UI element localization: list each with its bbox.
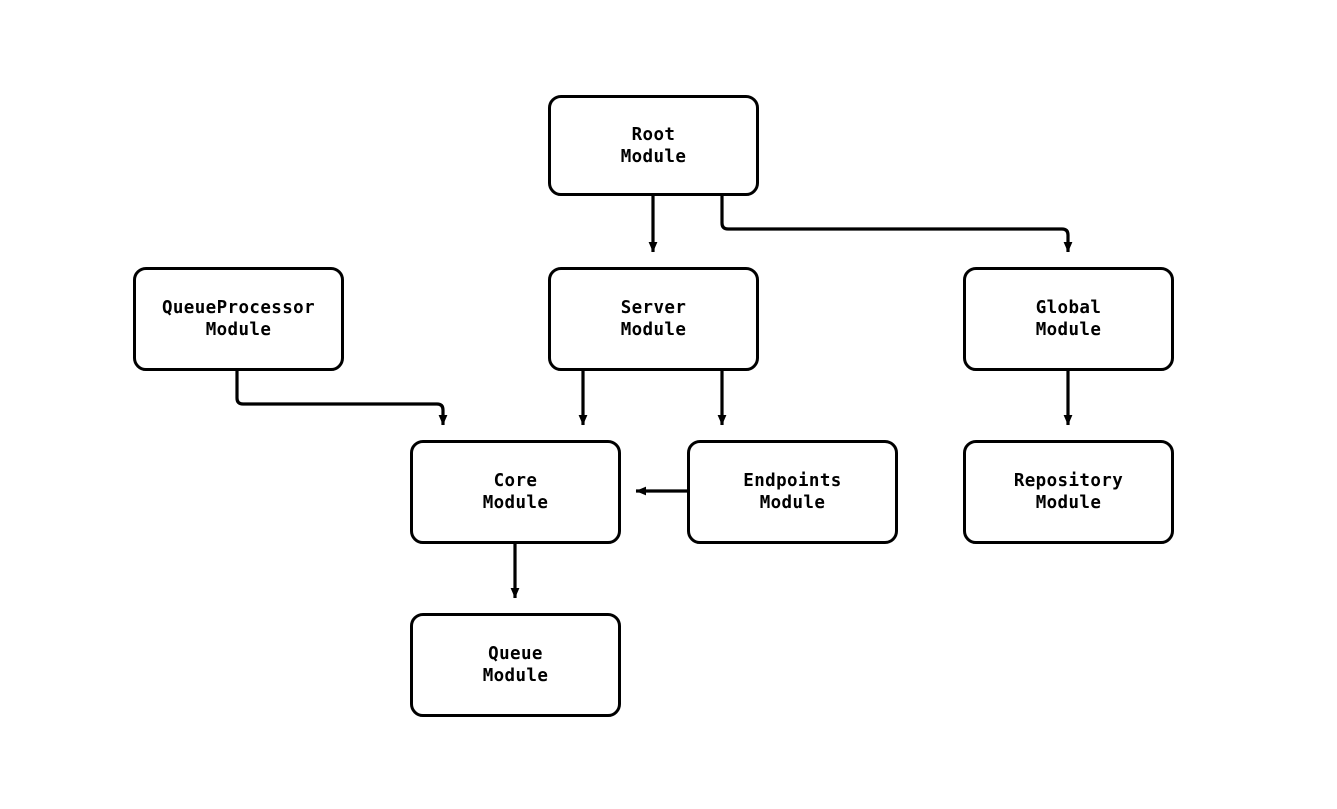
node-queueprocessor-module-line2: Module	[205, 320, 272, 340]
node-core-module-line1: Core	[493, 471, 538, 491]
edge-queueprocessor-to-core	[235, 371, 448, 426]
node-global-module-line2: Module	[1035, 320, 1102, 340]
node-root-module-line2: Module	[620, 146, 687, 167]
node-endpoints-module[interactable]: Endpoints Module	[687, 440, 898, 544]
node-core-module[interactable]: Core Module	[410, 440, 621, 544]
node-server-module-line1: Server	[620, 298, 687, 318]
node-global-module[interactable]: Global Module	[963, 267, 1174, 371]
node-queueprocessor-module[interactable]: QueueProcessor Module	[133, 267, 344, 371]
node-root-module[interactable]: Root Module	[548, 95, 759, 196]
node-repository-module[interactable]: Repository Module	[963, 440, 1174, 544]
node-queue-module-line1: Queue	[488, 644, 543, 664]
node-queue-module-line2: Module	[482, 666, 549, 686]
node-queue-module[interactable]: Queue Module	[410, 613, 621, 717]
node-repository-module-line1: Repository	[1013, 471, 1124, 491]
node-server-module-line2: Module	[620, 320, 687, 340]
node-endpoints-module-line2: Module	[759, 493, 826, 513]
node-root-module-line1: Root	[631, 124, 676, 145]
node-global-module-line1: Global	[1035, 298, 1102, 318]
node-queueprocessor-module-line1: QueueProcessor	[161, 298, 316, 318]
node-endpoints-module-line1: Endpoints	[743, 471, 842, 491]
node-server-module[interactable]: Server Module	[548, 267, 759, 371]
node-core-module-line2: Module	[482, 493, 549, 513]
edge-root-to-global	[720, 196, 1073, 253]
node-repository-module-line2: Module	[1035, 493, 1102, 513]
